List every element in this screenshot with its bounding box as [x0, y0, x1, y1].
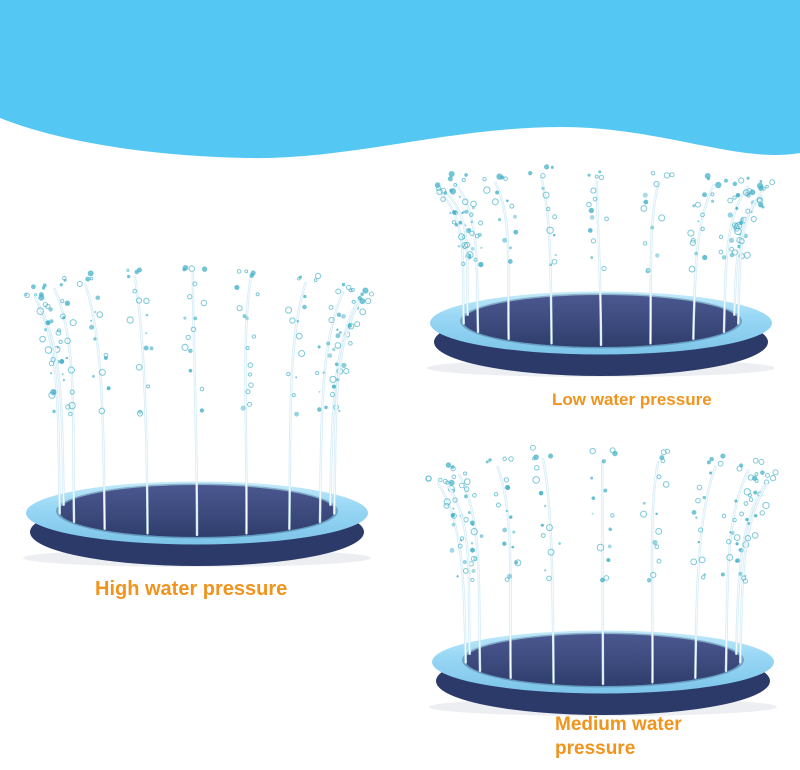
product-label-high: High water pressure — [95, 578, 288, 600]
product-label-medium: Medium water pressure — [555, 714, 682, 759]
wave-shape — [0, 0, 800, 159]
splashpad-high-image — [23, 264, 374, 567]
product-label-low: Low water pressure — [552, 390, 712, 409]
splashpad-medium-image — [425, 444, 779, 716]
header-wave — [0, 0, 800, 159]
splashpad-low-image — [427, 164, 776, 377]
